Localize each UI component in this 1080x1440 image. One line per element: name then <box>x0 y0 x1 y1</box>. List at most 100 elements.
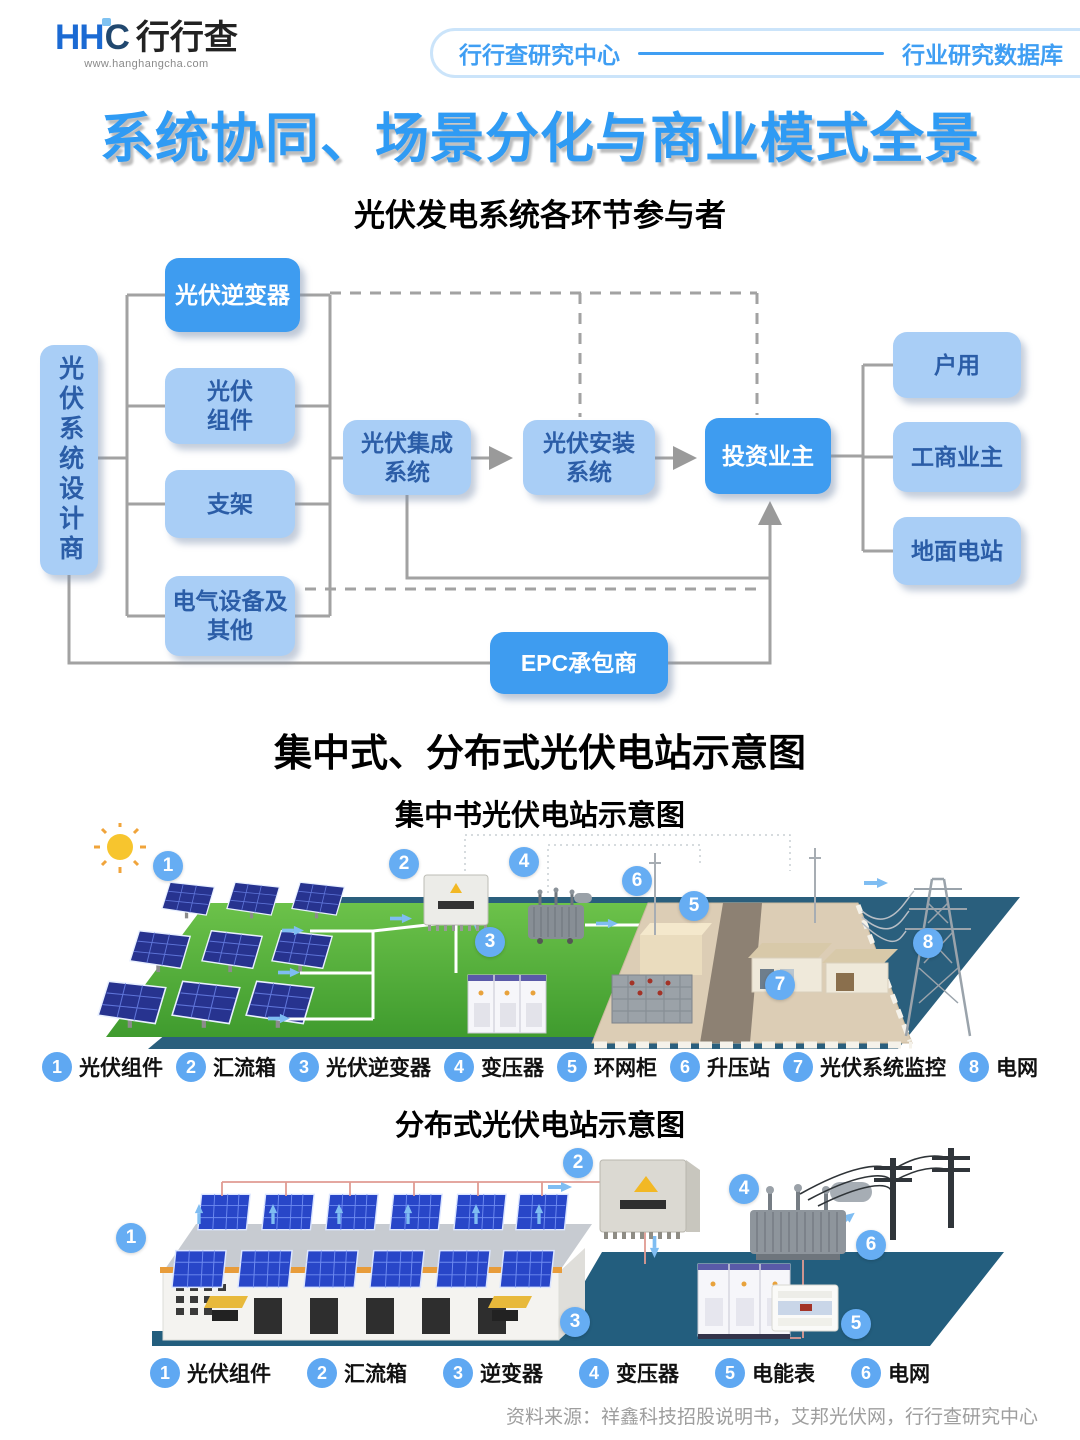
marker-1: 1 <box>153 851 183 881</box>
participants-flow-diagram: 光伏系统设计商 光伏逆变器 光伏 组件 支架 电气设备及 其他 光伏集成 系统 … <box>0 240 1080 710</box>
switchgear <box>611 974 693 1024</box>
grid-wires <box>861 890 915 943</box>
legend-label: 汇流箱 <box>213 1057 276 1080</box>
legend-item: 8 电网 <box>959 1052 1038 1082</box>
marker-1: 1 <box>116 1223 146 1253</box>
inverter-cabinets <box>467 974 547 1034</box>
banner-right-text: 行业研究数据库 <box>902 42 1063 68</box>
central-subtitle: 集中书光伏电站示意图 <box>394 800 685 832</box>
flow-box-bracket: 支架 <box>165 470 295 538</box>
logo-dot-icon <box>102 18 111 26</box>
legend-num: 6 <box>670 1052 700 1082</box>
distributed-subtitle: 分布式光伏电站示意图 <box>394 1110 685 1142</box>
legend-label: 电网 <box>888 1363 930 1386</box>
legend-label: 光伏组件 <box>187 1363 271 1386</box>
flow-connector-lines <box>67 291 893 665</box>
flow-box-inverter: 光伏逆变器 <box>165 258 300 332</box>
distributed-station-art <box>152 1148 1004 1346</box>
legend-label: 变压器 <box>616 1363 679 1386</box>
stations-title: 集中式、分布式光伏电站示意图 <box>273 733 806 775</box>
distributed-station-illustration: 1 2 3 4 5 6 <box>0 1148 1080 1363</box>
legend-item: 7 光伏系统监控 <box>783 1052 946 1082</box>
legend-num: 5 <box>715 1358 745 1388</box>
legend-num: 1 <box>42 1052 72 1082</box>
flow-box-ground-station: 地面电站 <box>893 517 1021 585</box>
flow-box-epc: EPC承包商 <box>490 632 668 694</box>
legend-item: 1 光伏组件 <box>42 1052 163 1082</box>
participants-subtitle: 光伏发电系统各环节参与者 <box>354 198 726 233</box>
legend-item: 1 光伏组件 <box>150 1358 271 1388</box>
legend-label: 环网柜 <box>594 1057 657 1080</box>
electric-meter <box>771 1284 839 1332</box>
grid-wires <box>799 1155 950 1207</box>
legend-label: 光伏逆变器 <box>326 1057 431 1080</box>
sun-icon <box>94 821 146 873</box>
transformer <box>750 1182 872 1260</box>
marker-2: 2 <box>389 849 419 879</box>
lightning-masts <box>649 848 821 935</box>
marker-7: 7 <box>765 970 795 1000</box>
legend-item: 5 环网柜 <box>557 1052 657 1082</box>
legend-item: 3 光伏逆变器 <box>289 1052 431 1082</box>
legend-item: 6 升压站 <box>670 1052 770 1082</box>
legend-num: 1 <box>150 1358 180 1388</box>
page-title: 系统协同、场景分化与商业模式全景 <box>100 109 980 169</box>
marker-2: 2 <box>563 1148 593 1178</box>
transformer <box>528 887 592 944</box>
legend-num: 4 <box>444 1052 474 1082</box>
legend-num: 2 <box>176 1052 206 1082</box>
legend-label: 电能表 <box>752 1363 815 1386</box>
grid-poles <box>874 1148 970 1240</box>
combiner-box <box>599 1159 700 1239</box>
marker-6: 6 <box>856 1230 886 1260</box>
flow-box-investor: 投资业主 <box>705 418 831 494</box>
hhc-logo: HH C 行行查 www.hanghangcha.com <box>55 18 238 70</box>
legend-label: 变压器 <box>481 1057 544 1080</box>
legend-label: 电网 <box>996 1057 1038 1080</box>
legend-label: 升压站 <box>707 1057 770 1080</box>
logo-url: www.hanghangcha.com <box>84 58 209 70</box>
awning <box>488 1296 532 1308</box>
awning <box>204 1296 248 1308</box>
header-banner: 行行查研究中心 行业研究数据库 <box>430 28 1080 78</box>
flow-box-module: 光伏 组件 <box>165 368 295 444</box>
legend-item: 4 变压器 <box>444 1052 544 1082</box>
legend-label: 逆变器 <box>480 1363 543 1386</box>
marker-8: 8 <box>913 928 943 958</box>
central-station-art <box>94 821 1020 1049</box>
flow-box-electrical: 电气设备及 其他 <box>165 576 295 656</box>
source-note: 资料来源：祥鑫科技招股说明书，艾邦光伏网，行行查研究中心 <box>505 1407 1038 1428</box>
legend-item: 2 汇流箱 <box>176 1052 276 1082</box>
legend-num: 4 <box>579 1358 609 1388</box>
logo-name: 行行查 <box>135 19 238 57</box>
marker-4: 4 <box>509 847 539 877</box>
ring-network-cabinet <box>640 923 712 975</box>
flow-box-household: 户用 <box>893 332 1021 398</box>
central-legend: 1 光伏组件 2 汇流箱 3 光伏逆变器 4 变压器 5 环网柜 6 升压站 7 光伏系统监控… <box>0 1052 1080 1082</box>
banner-divider <box>638 51 884 55</box>
flow-box-installation: 光伏安装 系统 <box>523 420 655 495</box>
legend-item: 5 电能表 <box>715 1358 815 1388</box>
flow-box-integration: 光伏集成 系统 <box>343 420 471 495</box>
marker-5: 5 <box>679 891 709 921</box>
combiner-box <box>423 874 489 931</box>
marker-5: 5 <box>841 1309 871 1339</box>
marker-3: 3 <box>560 1307 590 1337</box>
legend-num: 3 <box>289 1052 319 1082</box>
marker-6: 6 <box>622 866 652 896</box>
legend-label: 光伏系统监控 <box>820 1057 946 1080</box>
legend-item: 4 变压器 <box>579 1358 679 1388</box>
banner-left-text: 行行查研究中心 <box>459 42 620 68</box>
marker-4: 4 <box>729 1174 759 1204</box>
legend-num: 7 <box>783 1052 813 1082</box>
legend-label: 光伏组件 <box>79 1057 163 1080</box>
marker-3: 3 <box>475 927 505 957</box>
legend-num: 8 <box>959 1052 989 1082</box>
legend-num: 5 <box>557 1052 587 1082</box>
central-station-illustration: 1 2 3 4 5 6 7 8 <box>0 821 1080 1058</box>
